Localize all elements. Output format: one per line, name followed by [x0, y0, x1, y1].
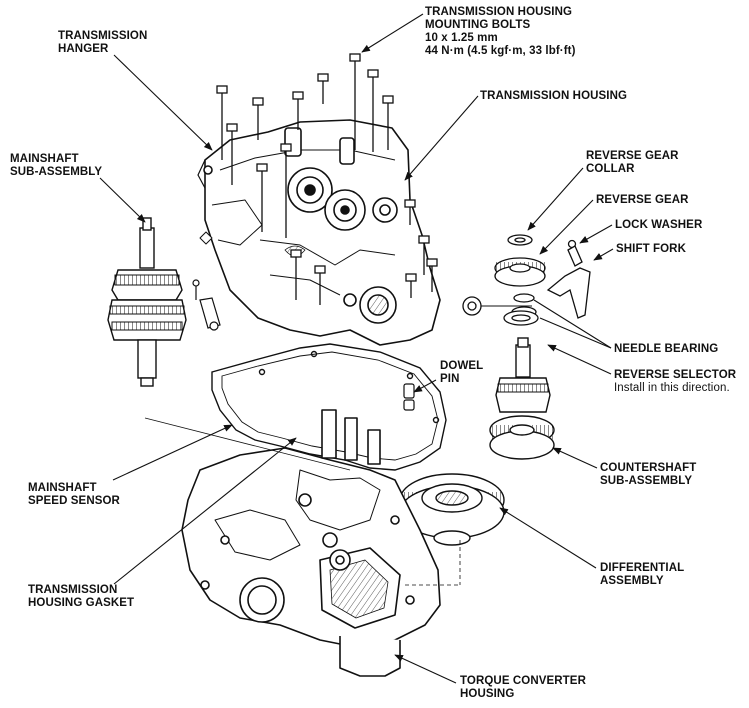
housing-mounting-bolts: [216, 53, 438, 305]
countershaft-part: [489, 337, 555, 460]
bolts-size: 10 x 1.25 mm: [425, 32, 498, 44]
dowel-line2: PIN: [440, 373, 460, 385]
label-dowel-pin: DOWEL PIN: [440, 360, 483, 386]
differential-line2: ASSEMBLY: [600, 575, 664, 587]
hanger-line1: TRANSMISSION: [58, 30, 148, 42]
sensor-line2: SPEED SENSOR: [28, 495, 120, 507]
selector-install-note: Install in this direction.: [614, 382, 730, 394]
selector-line1: REVERSE SELECTOR: [614, 369, 737, 381]
label-transmission-hanger: TRANSMISSION HANGER: [58, 30, 147, 56]
reverse-gear-group: [462, 234, 591, 326]
differential-line1: DIFFERENTIAL: [600, 562, 685, 574]
bolts-title-line1: TRANSMISSION HOUSING: [425, 6, 573, 18]
collar-line1: REVERSE GEAR: [586, 150, 679, 162]
countershaft-line2: SUB-ASSEMBLY: [600, 475, 693, 487]
label-differential-assembly: DIFFERENTIAL ASSEMBLY: [600, 562, 684, 588]
label-housing-mounting-bolts: TRANSMISSION HOUSING MOUNTING BOLTS 10 x…: [425, 6, 576, 58]
label-mainshaft-sub-assembly: MAINSHAFT SUB-ASSEMBLY: [10, 153, 102, 179]
bolts-title-line2: MOUNTING BOLTS: [425, 19, 531, 31]
label-lock-washer: LOCK WASHER: [615, 219, 702, 232]
needle-bearing-line1: NEEDLE BEARING: [614, 343, 719, 355]
sensor-line1: MAINSHAFT: [28, 482, 97, 494]
torque-line2: HOUSING: [460, 688, 515, 700]
label-transmission-housing: TRANSMISSION HOUSING: [480, 90, 627, 103]
differential-part: [399, 473, 505, 546]
dowel-line1: DOWEL: [440, 360, 484, 372]
hanger-line2: HANGER: [58, 43, 109, 55]
shift-fork-line1: SHIFT FORK: [616, 243, 686, 255]
guide-lines: [144, 417, 461, 586]
transmission-housing-part: [197, 119, 441, 346]
housing-gasket-part: [211, 343, 447, 471]
label-countershaft-sub-assembly: COUNTERSHAFT SUB-ASSEMBLY: [600, 462, 696, 488]
speed-sensor-part: [192, 279, 221, 331]
countershaft-line1: COUNTERSHAFT: [600, 462, 697, 474]
label-mainshaft-speed-sensor: MAINSHAFT SPEED SENSOR: [28, 482, 120, 508]
leader-lines: [99, 13, 614, 684]
label-reverse-selector: REVERSE SELECTOR Install in this directi…: [614, 369, 736, 395]
label-reverse-gear-collar: REVERSE GEAR COLLAR: [586, 150, 679, 176]
collar-line2: COLLAR: [586, 163, 635, 175]
label-shift-fork: SHIFT FORK: [616, 243, 686, 256]
label-transmission-housing-gasket: TRANSMISSION HOUSING GASKET: [28, 584, 134, 610]
mainshaft-line1: MAINSHAFT: [10, 153, 79, 165]
housing-line1: TRANSMISSION HOUSING: [480, 90, 628, 102]
dowel-pin-part: [403, 383, 415, 411]
lock-washer-line1: LOCK WASHER: [615, 219, 703, 231]
torque-line1: TORQUE CONVERTER: [460, 675, 586, 687]
gasket-line1: TRANSMISSION: [28, 584, 118, 596]
torque-converter-housing-part: [181, 409, 441, 677]
gasket-line2: HOUSING GASKET: [28, 597, 135, 609]
label-reverse-gear: REVERSE GEAR: [596, 194, 689, 207]
bolts-torque: 44 N·m (4.5 kgf·m, 33 lbf·ft): [425, 45, 576, 57]
reverse-gear-line1: REVERSE GEAR: [596, 194, 689, 206]
label-needle-bearing: NEEDLE BEARING: [614, 343, 718, 356]
label-torque-converter-housing: TORQUE CONVERTER HOUSING: [460, 675, 586, 701]
mainshaft-part: [107, 217, 187, 387]
mainshaft-line2: SUB-ASSEMBLY: [10, 166, 103, 178]
